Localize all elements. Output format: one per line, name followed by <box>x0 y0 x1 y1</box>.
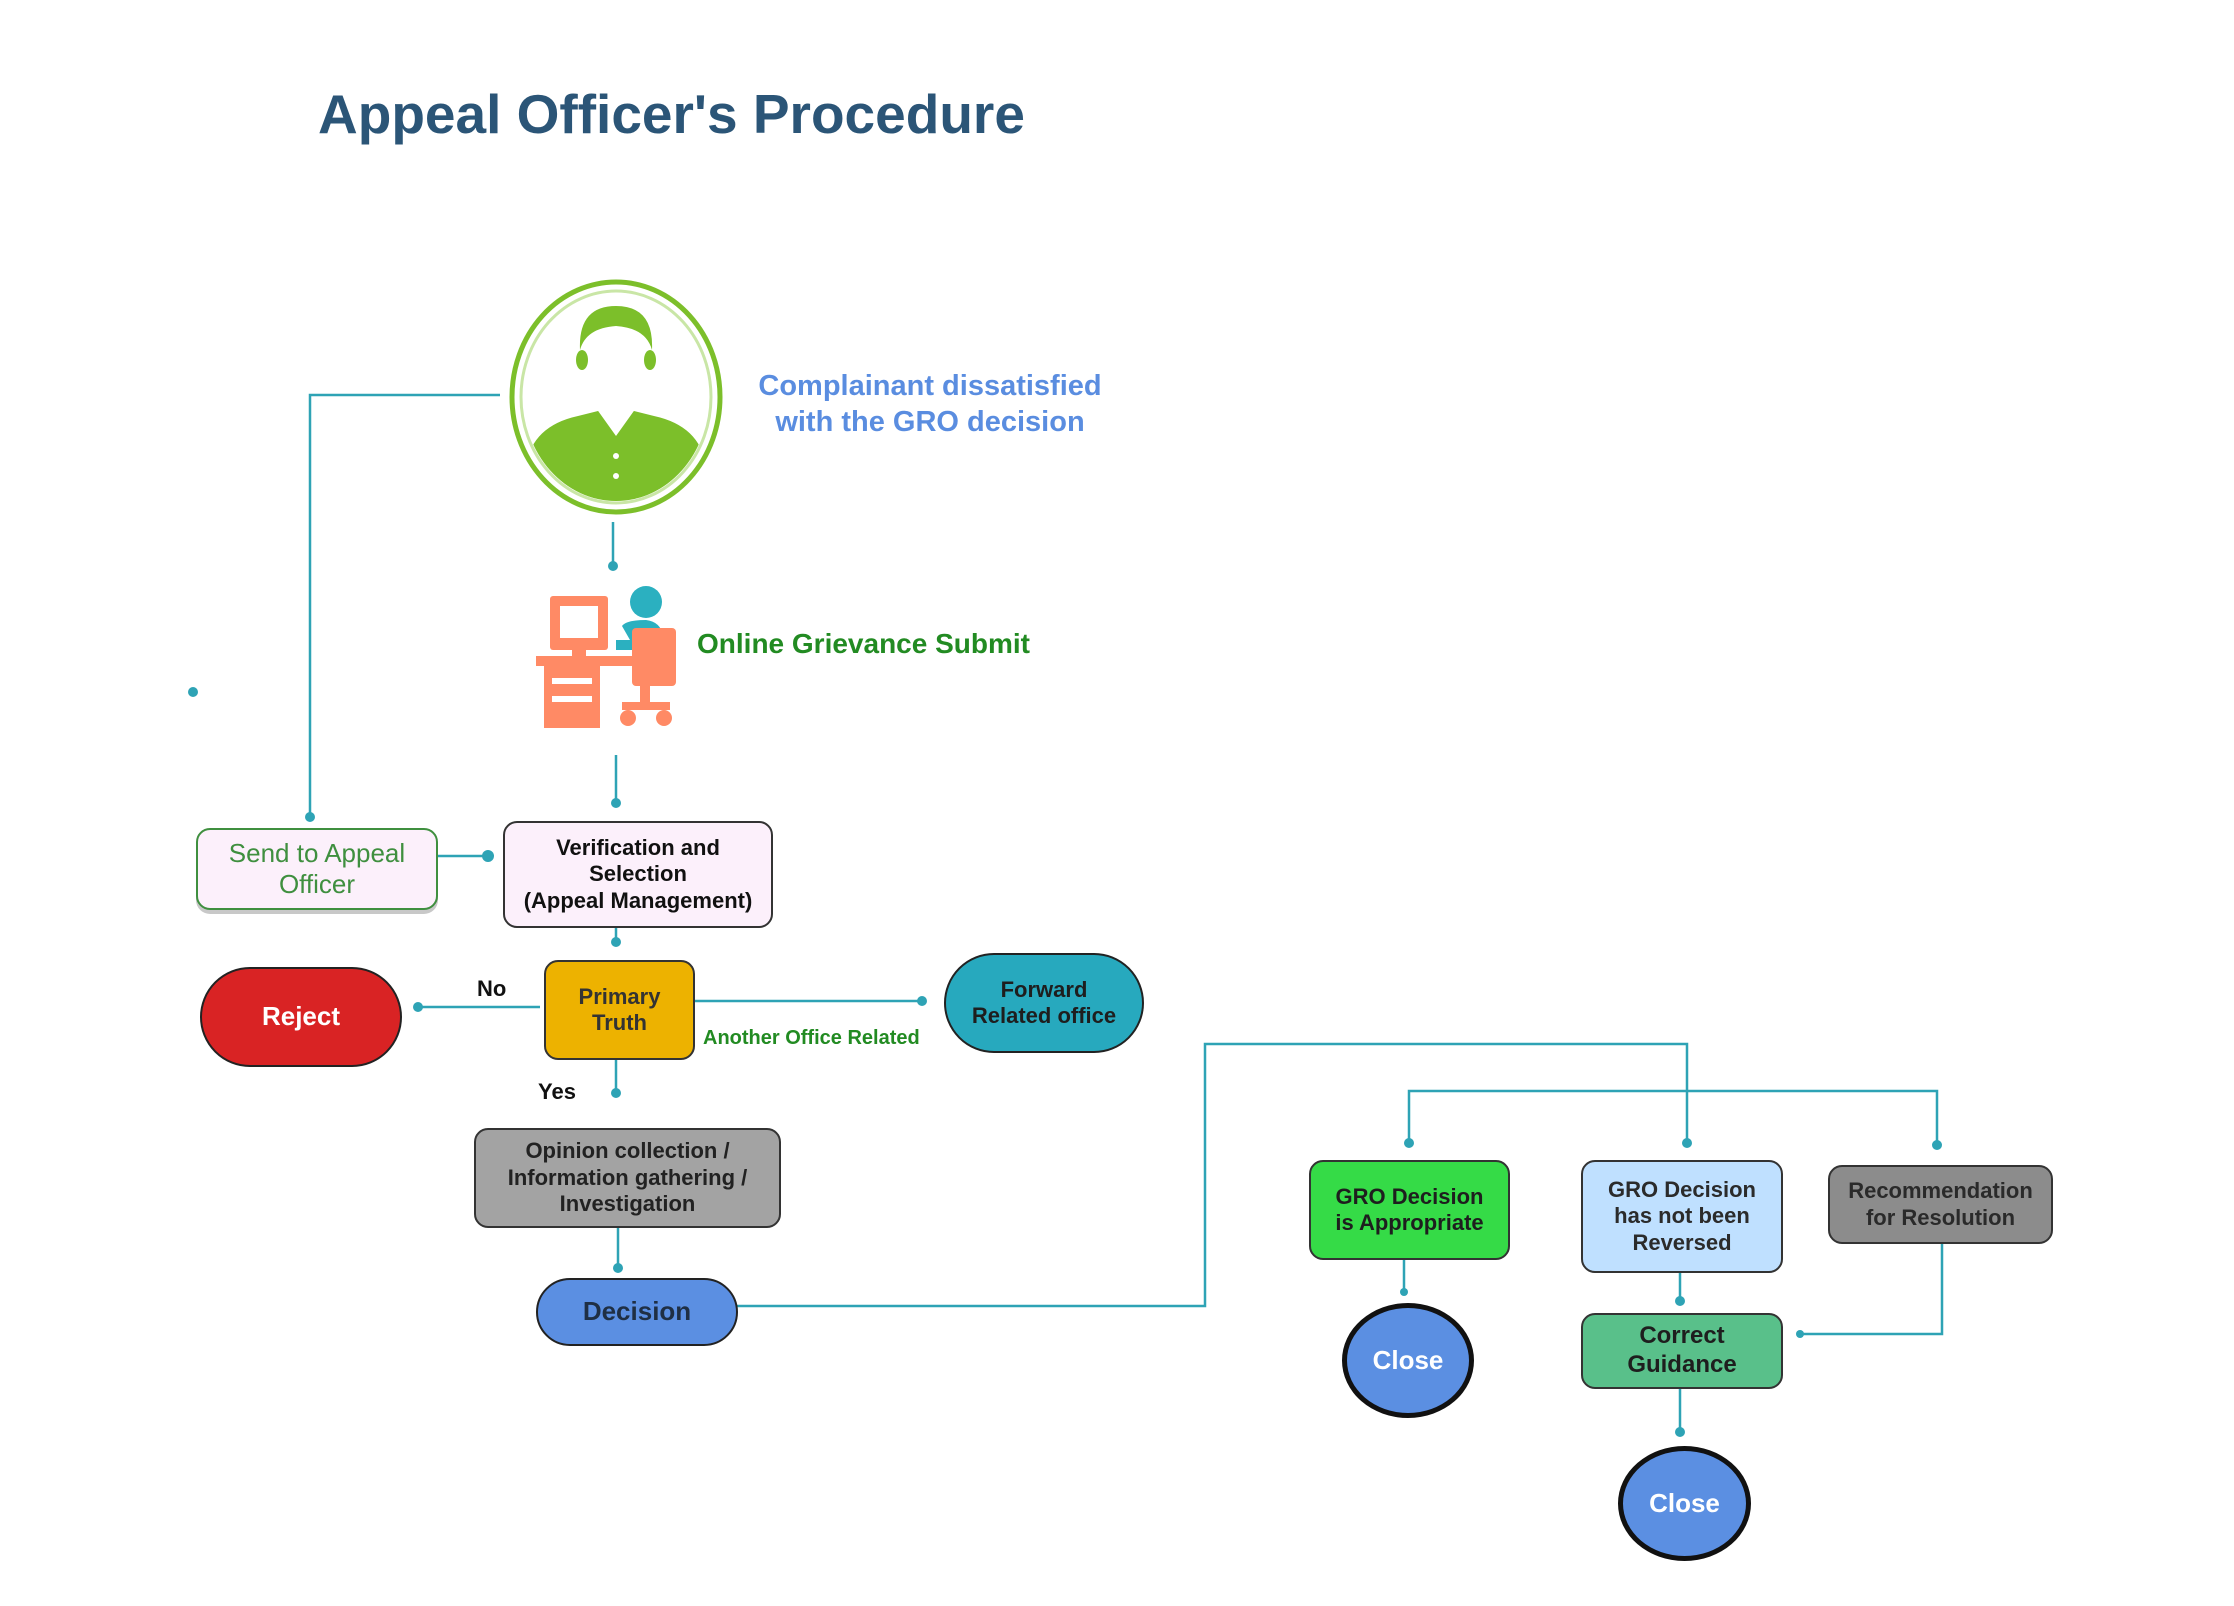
connector-recommendation-to-guidance <box>1800 1240 1944 1336</box>
connector-endpoint <box>1682 1138 1692 1148</box>
connector-endpoint <box>917 996 927 1006</box>
connector-endpoint <box>305 812 315 822</box>
connector-endpoint <box>1675 1296 1685 1306</box>
complainant-label: Complainant dissatisfied with the GRO de… <box>758 370 1102 439</box>
connector-endpoint <box>482 850 494 862</box>
connector-endpoint <box>611 937 621 947</box>
connector-decision-to-branch <box>734 1042 1689 1308</box>
primary-truth-node[interactable]: Primary Truth <box>544 960 695 1060</box>
connector-endpoint <box>1675 1427 1685 1437</box>
another-office-label: Another Office Related <box>703 1027 920 1049</box>
connector-branch-split <box>1407 1089 1939 1145</box>
person-at-computer-icon <box>536 586 676 728</box>
close-node[interactable]: Close <box>1342 1303 1474 1418</box>
connector-endpoint <box>1400 1288 1408 1296</box>
connector-endpoint <box>613 1263 623 1273</box>
connector-endpoint <box>1404 1138 1414 1148</box>
connector-complainant-to-send <box>308 393 500 817</box>
connector-endpoint <box>608 561 618 571</box>
verification-node[interactable]: Verification and Selection (Appeal Manag… <box>503 821 773 928</box>
connector-endpoint <box>188 687 198 697</box>
recommendation-node[interactable]: Recommendation for Resolution <box>1828 1165 2053 1244</box>
decision-node[interactable]: Decision <box>536 1278 738 1346</box>
gro-decision-not-reversed-node[interactable]: GRO Decision has not been Reversed <box>1581 1160 1783 1273</box>
connector-endpoint <box>1796 1330 1804 1338</box>
send-to-appeal-officer-node[interactable]: Send to Appeal Officer <box>196 828 438 910</box>
user-avatar-icon <box>509 279 723 515</box>
connector-endpoint <box>1932 1140 1942 1150</box>
opinion-collection-node[interactable]: Opinion collection / Information gatheri… <box>474 1128 781 1228</box>
correct-guidance-node[interactable]: Correct Guidance <box>1581 1313 1783 1389</box>
connector-endpoint <box>413 1002 423 1012</box>
connector-endpoint <box>611 1088 621 1098</box>
reject-node[interactable]: Reject <box>200 967 402 1067</box>
connector-endpoint <box>611 798 621 808</box>
no-branch-label: No <box>477 976 507 1001</box>
close-node[interactable]: Close <box>1618 1446 1751 1561</box>
forward-related-office-node[interactable]: Forward Related office <box>944 953 1144 1053</box>
page-title: Appeal Officer's Procedure <box>318 83 1025 145</box>
online-grievance-label: Online Grievance Submit <box>697 628 1030 659</box>
yes-branch-label: Yes <box>538 1079 576 1104</box>
gro-decision-appropriate-node[interactable]: GRO Decision is Appropriate <box>1309 1160 1510 1260</box>
